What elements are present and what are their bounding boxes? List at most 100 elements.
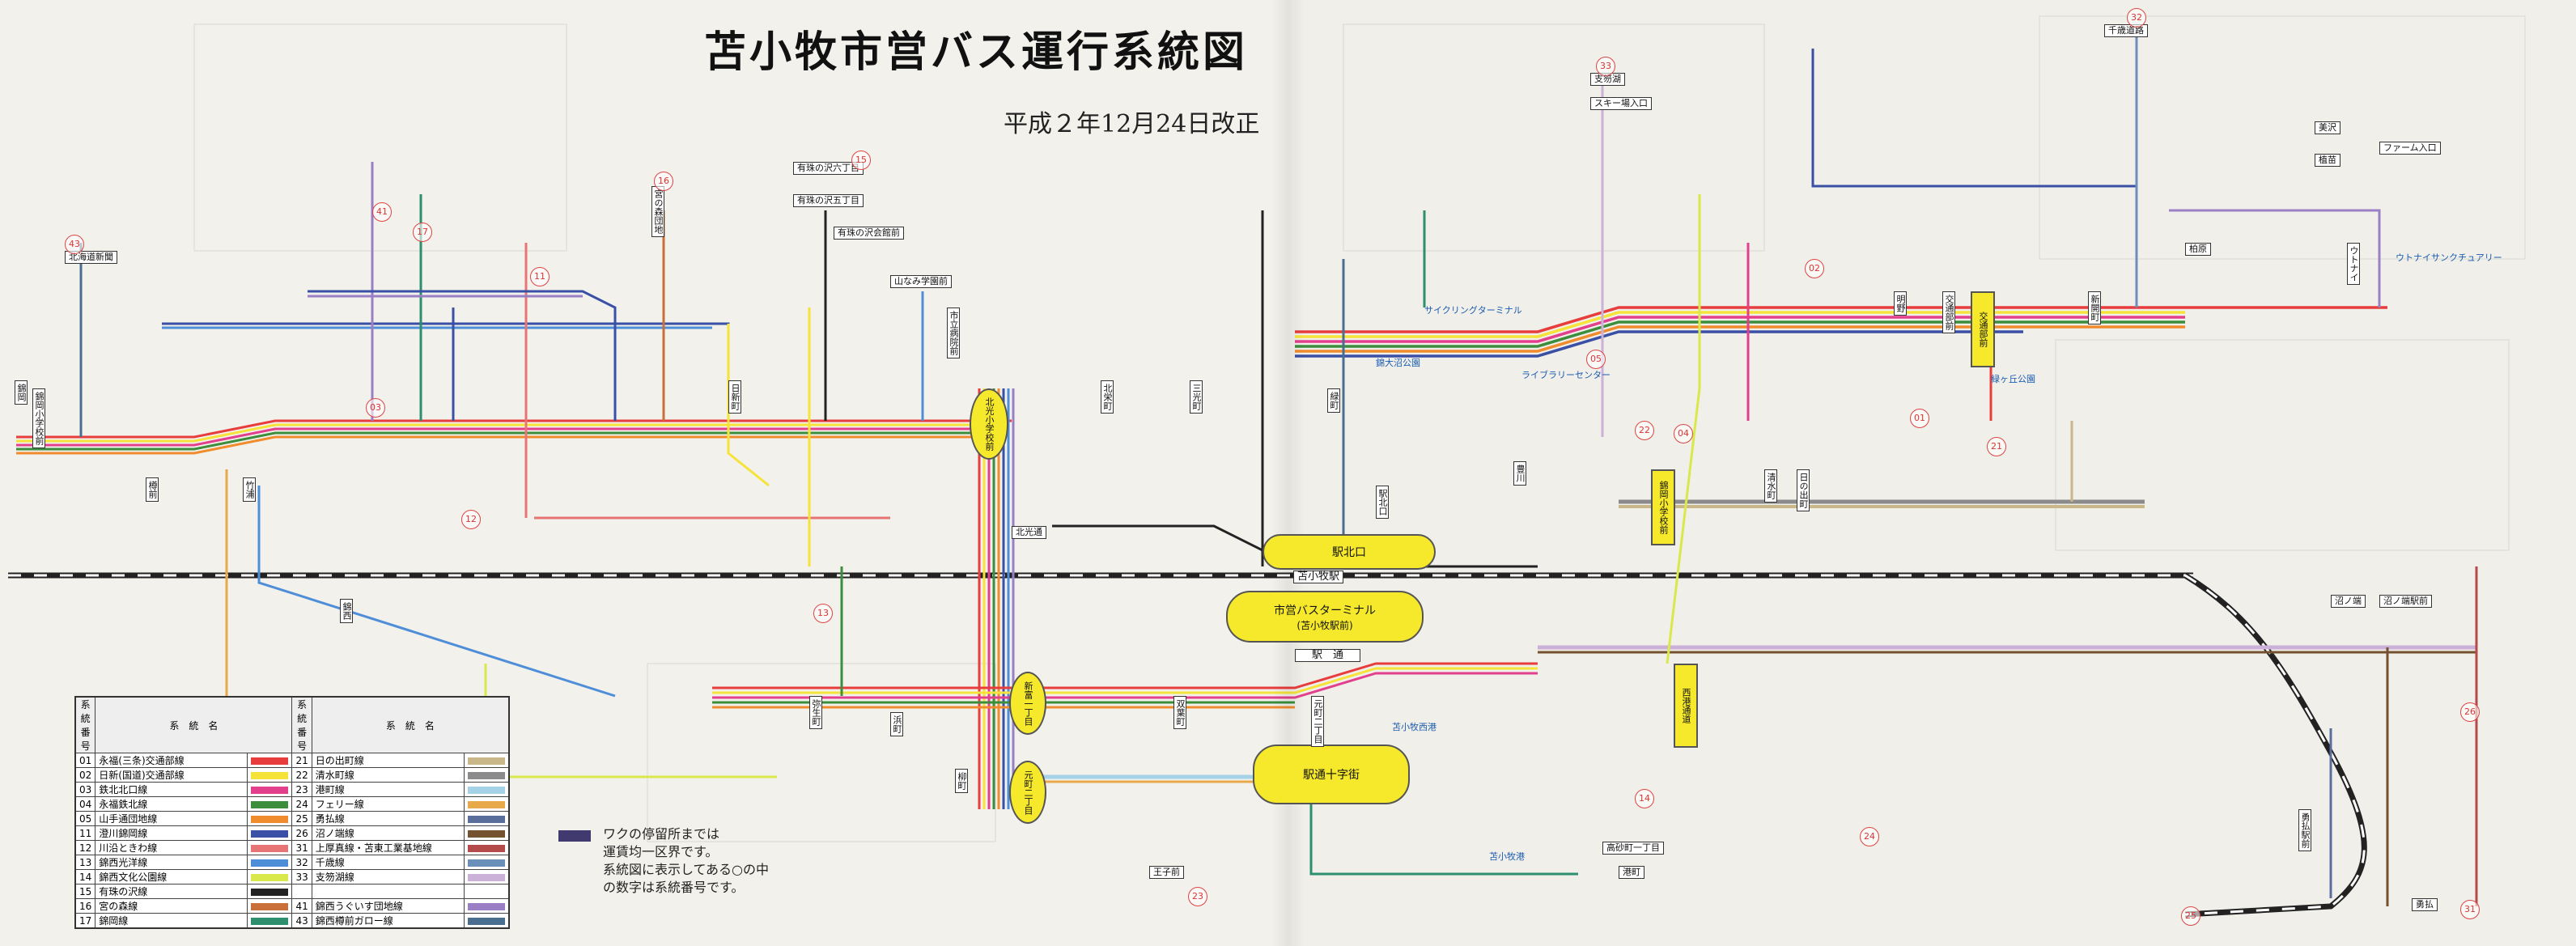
route-badge-12[interactable]: 12: [461, 510, 481, 529]
legend-route-no: 26: [291, 825, 312, 841]
stop-takasago-1[interactable]: 高砂町一丁目: [1602, 842, 1664, 855]
stop-shikotsuko[interactable]: 支笏湖: [1590, 73, 1625, 86]
stop-miyanomori[interactable]: 宮の森団地: [651, 186, 664, 237]
stop-hokko-dori[interactable]: 北光通: [1012, 526, 1046, 539]
stop-usunosawa-6[interactable]: 有珠の沢六丁目: [793, 162, 864, 175]
hub-ekidori[interactable]: 駅通十字街: [1253, 744, 1410, 804]
route-badge-23[interactable]: 23: [1188, 887, 1207, 906]
stop-nishiki-nishi[interactable]: 錦西: [340, 599, 353, 623]
hub-motomachi[interactable]: 元町二丁目: [1009, 761, 1046, 824]
route-badge-41[interactable]: 41: [372, 202, 392, 222]
legend-route-swatch: [247, 898, 293, 914]
legend-route-name: 錦西うぐいす団地線: [311, 898, 465, 914]
hub-kotsubu[interactable]: 交通部前: [1971, 291, 1995, 367]
route-badge-22[interactable]: 22: [1635, 421, 1654, 440]
hub-shinoe[interactable]: 錦岡小学校前: [1651, 469, 1675, 545]
hub-shintomi[interactable]: 新富一丁目: [1009, 672, 1046, 735]
route-badge-21[interactable]: 21: [1987, 437, 2006, 456]
stop-nishikioka-school[interactable]: 錦岡小学校前: [32, 388, 45, 448]
stop-city-hospital[interactable]: 市立病院前: [947, 308, 960, 358]
route-color-swatch: [468, 786, 505, 794]
stop-nishikioka[interactable]: 錦岡: [15, 380, 28, 405]
legend-route-name: 永福鉄北線: [95, 796, 248, 812]
stop-nisshin[interactable]: 日新町: [728, 380, 741, 414]
stop-yufutsu[interactable]: 勇払: [2412, 898, 2438, 911]
legend-route-name: 川沿ときわ線: [95, 840, 248, 855]
legend-route-swatch: [247, 840, 293, 855]
route-badge-33[interactable]: 33: [1596, 57, 1615, 76]
stop-oji-mae[interactable]: 王子前: [1149, 866, 1184, 879]
stop-hamacho[interactable]: 浜町: [890, 712, 903, 736]
label-nishiki-onuma: 錦大沼公園: [1376, 358, 1420, 368]
stop-toyokawa[interactable]: 豊川: [1513, 461, 1526, 486]
stop-sanko[interactable]: 三光町: [1190, 380, 1203, 414]
stop-misawa[interactable]: 美沢: [2315, 121, 2340, 134]
route-color-swatch: [251, 888, 289, 896]
route-badge-26[interactable]: 26: [2460, 702, 2480, 722]
route-badge-11[interactable]: 11: [530, 267, 550, 286]
stop-akeno[interactable]: 明野: [1894, 291, 1907, 316]
stop-kotsubu-mae[interactable]: 交通部前: [1942, 291, 1955, 333]
stop-chitose-road[interactable]: 千歳道路: [2104, 24, 2148, 37]
legend-route-swatch: [464, 913, 510, 929]
stop-shimizu[interactable]: 清水町: [1764, 469, 1777, 503]
route-badge-13[interactable]: 13: [813, 604, 833, 623]
hub-uchiya[interactable]: 西港通道: [1674, 664, 1698, 748]
route-badge-43[interactable]: 43: [65, 235, 84, 254]
stop-numanohata[interactable]: 沼ノ端: [2331, 595, 2366, 608]
stop-kitahoku[interactable]: 北海道新聞: [65, 251, 117, 264]
stop-yufutsu-station[interactable]: 勇払駅前: [2298, 809, 2311, 851]
stop-uenae[interactable]: 植苗: [2315, 154, 2340, 167]
stop-hokuei[interactable]: 北栄町: [1101, 380, 1114, 414]
label-utonai-sanctuary: ウトナイサンクチュアリー: [2396, 252, 2502, 263]
stop-motomachi-2[interactable]: 元町二丁目: [1311, 696, 1324, 747]
label-tomakomai-port: 苫小牧港: [1489, 851, 1525, 862]
stop-usunosawa-5[interactable]: 有珠の沢五丁目: [793, 194, 864, 207]
stop-farm-entrance[interactable]: ファーム入口: [2379, 142, 2441, 155]
legend-route-no: 22: [291, 767, 312, 783]
route-badge-32[interactable]: 32: [2127, 8, 2146, 28]
stop-midori[interactable]: 緑町: [1327, 388, 1340, 413]
route-badge-15[interactable]: 15: [851, 151, 871, 170]
route-color-swatch: [251, 771, 289, 779]
route-badge-31[interactable]: 31: [2460, 900, 2480, 919]
route-badge-02[interactable]: 02: [1805, 259, 1824, 278]
stop-kashiwabara[interactable]: 柏原: [2185, 243, 2211, 256]
stop-takeura[interactable]: 竹浦: [243, 477, 256, 502]
stop-numanohata-station[interactable]: 沼ノ端駅前: [2379, 595, 2432, 608]
stop-hinode[interactable]: 日の出町: [1797, 469, 1810, 511]
stop-utonai[interactable]: ウトナイ: [2347, 243, 2360, 285]
route-badge-25[interactable]: 25: [2181, 906, 2200, 926]
route-color-swatch: [468, 757, 505, 765]
hub-north-exit[interactable]: 駅北口: [1263, 534, 1436, 570]
route-badge-03[interactable]: 03: [366, 398, 385, 418]
route-badge-01[interactable]: 01: [1910, 409, 1929, 428]
legend-route-name: [311, 884, 465, 899]
stop-futaba[interactable]: 双葉町: [1173, 696, 1186, 729]
hub-kitahonmachi[interactable]: 北光小学校前: [970, 388, 1008, 460]
route-badge-14[interactable]: 14: [1635, 789, 1654, 808]
legend-header: 系統番号 系 統 名 系統番号 系 統 名: [74, 696, 510, 753]
legend-route-swatch: [247, 884, 293, 899]
legend-route-name: 鉄北北口線: [95, 782, 248, 797]
route-badge-24[interactable]: 24: [1860, 827, 1879, 846]
stop-ski-entrance[interactable]: スキー場入口: [1590, 97, 1652, 110]
legend-route-swatch: [247, 869, 293, 884]
stop-tarumae[interactable]: 樽前: [146, 477, 159, 502]
hub-bus-terminal[interactable]: 市営バスターミナル (苫小牧駅前): [1226, 591, 1424, 643]
note-line-3: 系統図に表示してある○の中: [603, 862, 770, 877]
route-badge-17[interactable]: 17: [413, 223, 432, 242]
note-line-1: ワクの停留所までは: [603, 826, 720, 842]
stop-yanagi[interactable]: 柳町: [955, 769, 968, 793]
stop-eki-kitaguchi[interactable]: 駅北口: [1376, 486, 1389, 519]
route-badge-04[interactable]: 04: [1674, 424, 1693, 443]
route-badge-05[interactable]: 05: [1586, 350, 1606, 369]
stop-minato[interactable]: 港町: [1619, 866, 1644, 879]
stop-usunosawa-hall[interactable]: 有珠の沢会館前: [834, 227, 904, 240]
legend-route-name: 錦西樽前ガロー線: [311, 913, 465, 929]
stop-yayoi[interactable]: 弥生町: [809, 696, 822, 729]
route-badge-16[interactable]: 16: [654, 172, 673, 191]
stop-shinkai[interactable]: 新開町: [2088, 291, 2101, 325]
stop-yamanami[interactable]: 山なみ学園前: [890, 275, 952, 288]
legend-route-swatch: [247, 753, 293, 768]
